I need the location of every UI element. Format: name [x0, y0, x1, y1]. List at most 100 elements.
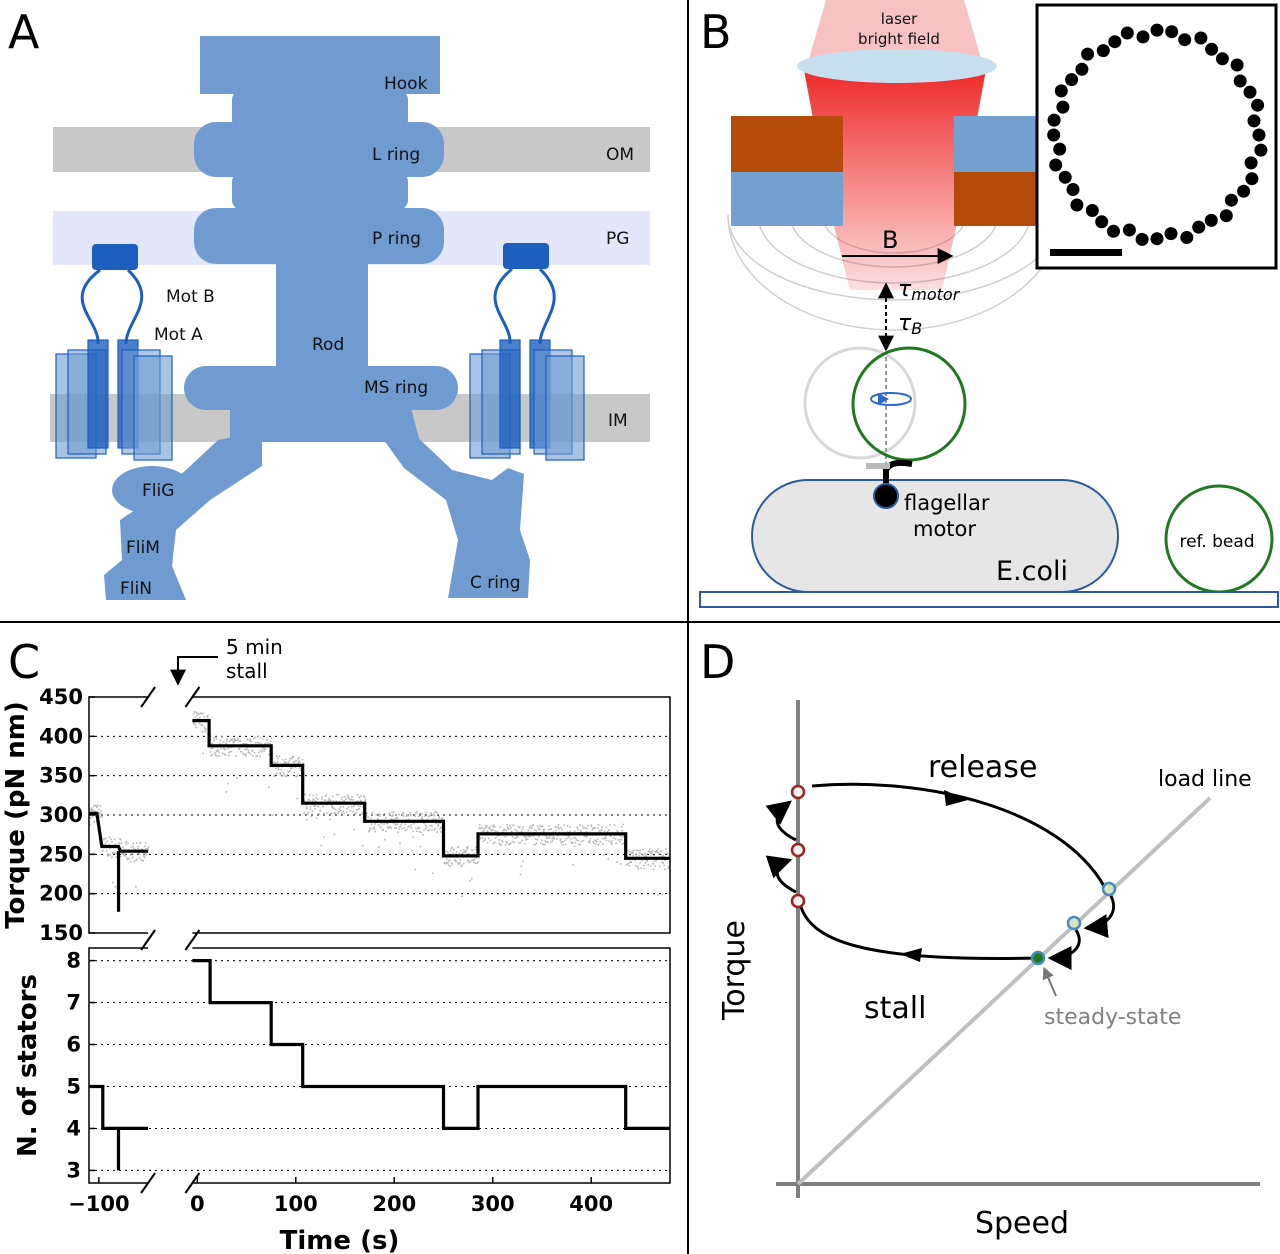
time-tick-label: 200: [372, 1192, 416, 1216]
panel-a: A: [8, 5, 650, 600]
trajectory-point: [1180, 231, 1194, 244]
label-pg: PG: [606, 229, 629, 249]
coverslip: [699, 591, 1279, 608]
steady-state-label: steady-state: [1044, 1005, 1181, 1030]
motb-right: [493, 243, 556, 345]
panel-c: C 5 min stall 15020025030035040045034567…: [1, 635, 672, 1254]
trajectory-point: [1120, 26, 1134, 40]
axis-break-mark: [140, 686, 156, 708]
panel-a-letter: A: [8, 5, 40, 59]
scale-bar: [1050, 249, 1122, 256]
trajectory-point: [1066, 183, 1080, 196]
tau-b-label: τB: [898, 311, 922, 338]
label-hook: Hook: [384, 74, 428, 94]
stator-step-fit: [192, 958, 670, 1131]
field-label-b: B: [882, 226, 898, 254]
stall-hop-1: [765, 855, 797, 894]
laser-beam: [804, 70, 986, 290]
label-p-ring: P ring: [372, 229, 421, 249]
trajectory-point: [1075, 62, 1089, 76]
trajectory-point: [1178, 33, 1192, 47]
trajectory-point: [1150, 23, 1164, 37]
motor-label-2: motor: [913, 517, 976, 541]
release-point-upper: [1101, 881, 1117, 897]
trajectory-point: [1164, 227, 1178, 241]
label-mota: Mot A: [154, 325, 203, 345]
stator-tick-label: 3: [66, 1158, 81, 1182]
stator-step-fit: [89, 1084, 149, 1171]
magnet-right: [954, 116, 1038, 226]
trajectory-point: [1215, 52, 1229, 66]
trajectory-point: [1136, 30, 1150, 44]
trajectory-point: [1194, 31, 1208, 45]
mota-right: [469, 339, 585, 461]
label-flin: FliN: [120, 579, 152, 599]
stator-tick-label: 7: [66, 991, 81, 1015]
load-line-label: load line: [1158, 767, 1252, 792]
trajectory-point: [1108, 35, 1122, 49]
time-tick-label: 0: [190, 1192, 205, 1216]
label-om: OM: [606, 145, 634, 165]
load-line: [796, 796, 1212, 1186]
release-label: release: [928, 750, 1037, 785]
axis-break-mark: [184, 686, 201, 708]
trajectory-point: [1204, 213, 1218, 227]
stator-plot-frame: [88, 947, 671, 1184]
torque-tick-label: 450: [39, 685, 83, 709]
stall-arrowhead: [900, 948, 922, 962]
release-hop-2: [1047, 929, 1081, 970]
trajectory-point: [1047, 113, 1061, 127]
label-c-ring: C ring: [470, 573, 521, 593]
trajectory-point: [1247, 114, 1261, 128]
torque-tick-label: 150: [39, 921, 83, 945]
label-motb: Mot B: [166, 287, 215, 307]
trajectory-point: [1122, 223, 1136, 237]
trajectory-point: [1085, 204, 1099, 217]
time-tick-label: 400: [569, 1192, 613, 1216]
label-ms-ring: MS ring: [364, 378, 428, 398]
time-tick-label: −100: [68, 1192, 129, 1216]
laser-label-1: laser: [881, 10, 918, 28]
time-axis-label: Time (s): [280, 1226, 400, 1254]
label-rod: Rod: [312, 335, 344, 355]
torque-step-fit: [192, 718, 670, 860]
axis-break-mark: [140, 929, 156, 951]
trajectory-point: [1244, 156, 1258, 170]
raw-torque-trace: [89, 711, 672, 897]
trajectory-point: [1252, 128, 1266, 142]
trajectory-point: [1230, 58, 1244, 72]
stall-point-top: [790, 784, 806, 800]
speed-axis-label: Speed: [975, 1206, 1069, 1241]
torque-tick-label: 350: [39, 764, 83, 788]
trajectory-point: [1081, 47, 1095, 61]
axis-break-mark: [184, 1172, 201, 1194]
trajectory-point: [1205, 42, 1219, 56]
bead: [851, 346, 967, 462]
axis-break-mark: [184, 929, 201, 951]
time-tick-label: 300: [471, 1192, 515, 1216]
trajectory-point: [1135, 232, 1149, 246]
torque-step-fit: [89, 811, 149, 853]
torque-tick-label: 250: [39, 842, 83, 866]
torque-axis-label: Torque (pN nm): [1, 701, 31, 929]
trajectory-point: [1049, 158, 1063, 172]
torque-axis-label: Torque: [717, 920, 752, 1021]
trajectory-point: [1233, 74, 1247, 88]
panel-b-letter: B: [700, 5, 732, 59]
magnet-left: [731, 116, 843, 226]
trajectory-point: [1219, 209, 1233, 223]
trajectory-point: [1107, 224, 1120, 238]
trajectory-inset: [1035, 3, 1278, 270]
release-arrowhead: [944, 790, 968, 806]
rotation-indicator: [870, 392, 912, 406]
torque-tick-label: 300: [39, 803, 83, 827]
stall-point-bottom: [790, 893, 806, 909]
motor-dot: [873, 483, 899, 509]
stator-tick-label: 8: [66, 949, 81, 973]
time-tick-label: 100: [274, 1192, 318, 1216]
trajectory-point: [1053, 142, 1067, 156]
axis-break-mark: [140, 1172, 156, 1194]
objective-lens: [797, 49, 997, 83]
panel-d-letter: D: [700, 635, 735, 689]
